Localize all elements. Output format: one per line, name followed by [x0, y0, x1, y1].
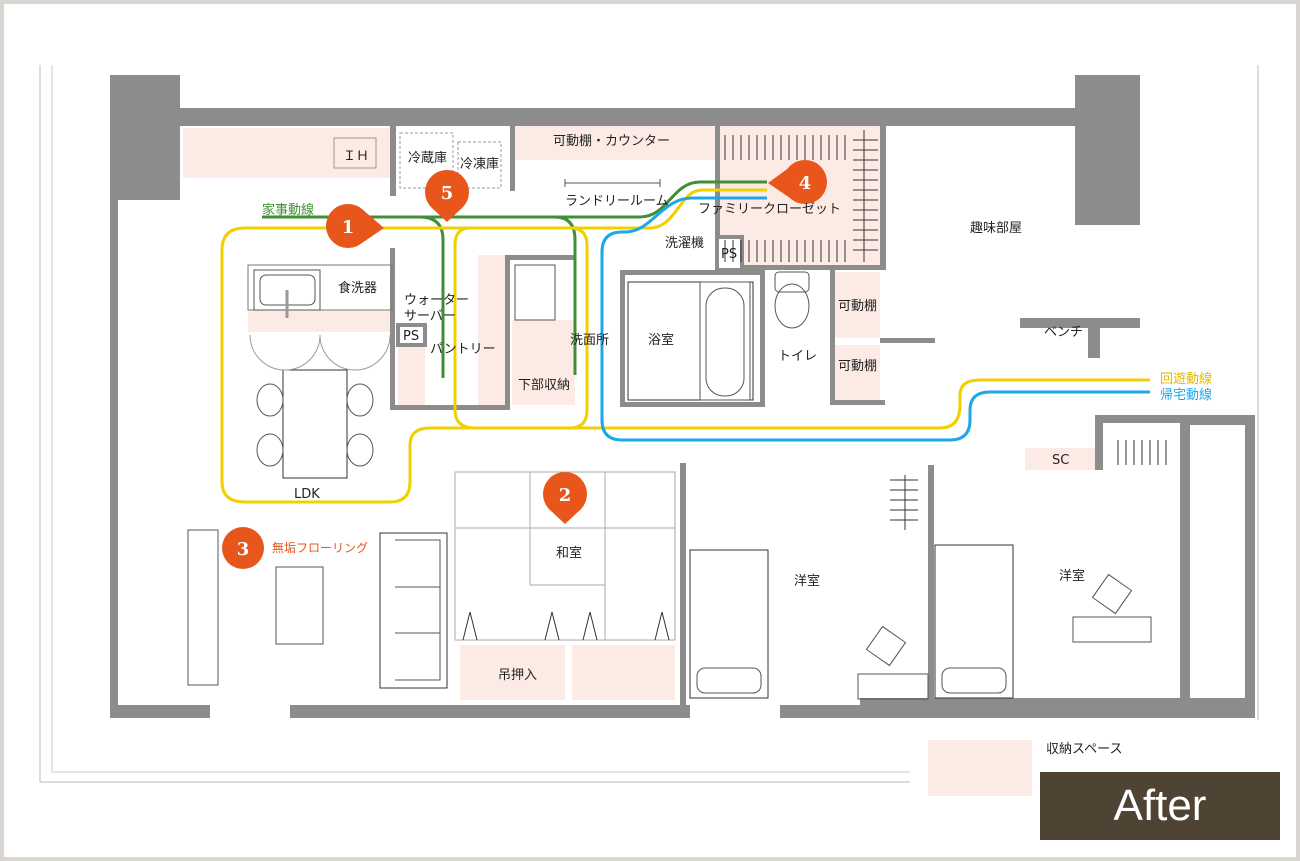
label-hanging-closet: 吊押入	[498, 668, 537, 683]
closet-hangers	[724, 130, 1167, 530]
label-ps: PS	[721, 247, 737, 262]
room-labels: ＩＨ 冷蔵庫 冷凍庫 可動棚・カウンター ランドリールーム ファミリークローゼッ…	[262, 134, 1212, 683]
route-housework-line	[262, 180, 767, 378]
markers	[222, 160, 827, 569]
label-freezer: 冷凍庫	[460, 156, 499, 172]
label-fridge: 冷蔵庫	[408, 151, 447, 166]
label-washitsu: 和室	[556, 545, 582, 561]
label-bath: 浴室	[648, 332, 674, 348]
label-shelf-1: 可動棚	[838, 299, 877, 314]
label-water-server: ウォーター	[404, 293, 469, 308]
marker-5	[425, 170, 469, 222]
route-homecoming-line	[600, 196, 1150, 442]
furniture	[187, 132, 1152, 700]
marker-label-4: 4	[799, 173, 812, 194]
marker-label-5: 5	[441, 183, 454, 204]
legend-storage-swatch	[928, 740, 1032, 796]
label-ps-kitchen: PS	[403, 329, 419, 344]
label-ih: ＩＨ	[343, 149, 369, 164]
label-circulation-route: 回遊動線	[1160, 371, 1212, 387]
label-pantry: パントリー	[430, 342, 496, 357]
marker-4	[768, 160, 827, 204]
label-shelf-counter: 可動棚・カウンター	[553, 134, 670, 149]
legend-storage-label: 収納スペース	[1046, 742, 1123, 757]
label-family-closet: ファミリークローゼット	[698, 202, 841, 217]
label-housework-route: 家事動線	[262, 202, 314, 218]
label-dishwasher: 食洗器	[338, 280, 377, 296]
label-ldk: LDK	[294, 487, 320, 502]
marker-3	[222, 527, 264, 569]
label-western-room-2: 洋室	[1059, 568, 1085, 584]
marker-2	[543, 472, 587, 524]
marker-label-2: 2	[559, 485, 572, 506]
label-water-server-2: サーバー	[404, 309, 456, 324]
label-washer: 洗濯機	[665, 236, 704, 251]
label-lower-storage: 下部収納	[518, 378, 570, 393]
label-toilet: トイレ	[778, 349, 817, 364]
label-solid-flooring: 無垢フローリング	[272, 540, 368, 555]
walls	[110, 75, 1255, 718]
balcony-outline	[51, 65, 910, 773]
marker-label-1: 1	[342, 217, 355, 238]
label-homecoming-route: 帰宅動線	[1160, 387, 1212, 403]
label-laundry: ランドリールーム	[565, 194, 669, 209]
label-hobby-room: 趣味部屋	[970, 221, 1022, 236]
marker-1	[326, 204, 384, 248]
label-bench: ベンチ	[1044, 325, 1083, 340]
label-western-room-1: 洋室	[794, 573, 820, 589]
label-shoe-closet: SC	[1052, 453, 1069, 468]
label-washroom: 洗面所	[570, 333, 609, 348]
marker-label-3: 3	[237, 539, 250, 560]
after-badge: After	[1040, 772, 1280, 840]
label-shelf-2: 可動棚	[838, 359, 877, 374]
site-outline	[39, 65, 1259, 783]
route-circulation-line	[220, 188, 1150, 504]
routes	[220, 180, 1150, 504]
